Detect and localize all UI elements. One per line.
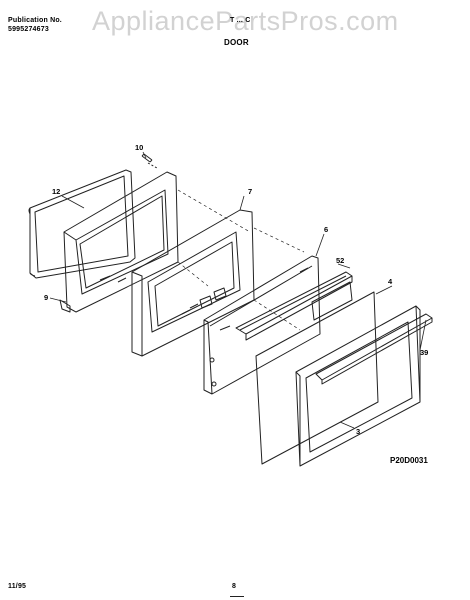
- screw-part: [141, 153, 158, 169]
- assembly-lines: [177, 189, 305, 331]
- callout-6: 6: [324, 225, 329, 234]
- callout-39: 39: [420, 348, 429, 357]
- publication-number: 5995274673: [8, 26, 49, 33]
- page-number: 8: [232, 583, 237, 590]
- publication-label: Publication No.: [8, 17, 62, 24]
- footer-rule: [230, 596, 244, 597]
- callout-3: 3: [356, 427, 361, 436]
- callout-leaders: [49, 151, 427, 429]
- door-glass: [255, 281, 379, 465]
- callout-10: 10: [135, 143, 144, 152]
- diagram-code: P20D0031: [390, 456, 428, 465]
- watermark: AppliancePartsPros.com: [92, 6, 399, 36]
- callout-7: 7: [248, 187, 253, 196]
- vent-trim-strip: [235, 271, 353, 341]
- callout-4: 4: [388, 277, 393, 286]
- door-handle: [315, 313, 433, 385]
- model-number: T ... C: [230, 17, 251, 24]
- section-title: DOOR: [224, 38, 249, 47]
- callout-52: 52: [336, 256, 345, 265]
- door-liner: [131, 209, 255, 357]
- door-gasket: [28, 169, 136, 279]
- callout-12: 12: [52, 187, 61, 196]
- door-panel: [203, 255, 321, 395]
- inner-door-panel: [59, 171, 179, 313]
- outer-door-frame: [295, 305, 421, 467]
- footer-date: 11/95: [8, 583, 27, 590]
- callout-9: 9: [44, 293, 49, 302]
